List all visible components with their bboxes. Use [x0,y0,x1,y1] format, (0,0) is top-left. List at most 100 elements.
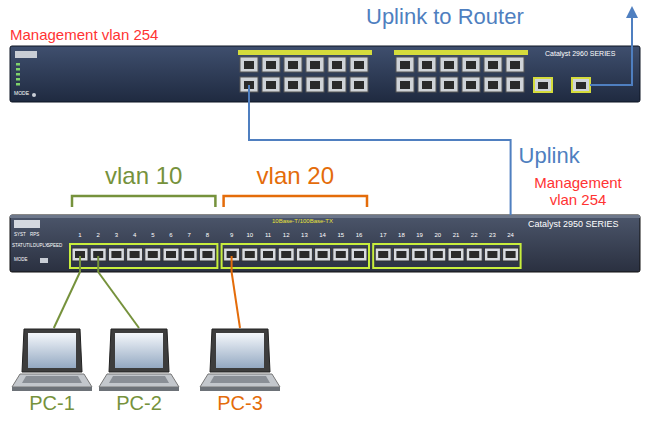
switch-label: Catalyst 2950 SERIES [528,219,619,229]
port-socket [400,61,410,69]
router-uplink-wire [590,12,632,85]
port-socket [166,251,176,258]
laptop-base [99,374,179,387]
port-socket [576,82,586,89]
port-number: 8 [206,232,209,239]
ethernet-port [262,57,280,72]
port-socket [354,81,364,89]
ethernet-port [199,248,215,261]
port-socket [466,81,476,89]
ethernet-port [240,57,258,72]
network-cable [249,102,511,215]
switch-label: Catalyst 2960 SERIES [545,50,615,58]
port-socket [318,251,328,258]
port-number: 10 [246,232,253,239]
laptop-icon [11,328,93,392]
port-number: 19 [416,232,423,239]
ethernet-port [278,248,294,261]
port-socket [244,61,254,69]
laptop-screen [216,333,264,368]
switch-2960: Catalyst 2960 SERIES [10,46,640,102]
port-label-strip [238,50,372,55]
ethernet-port [260,248,276,261]
port-socket [148,251,158,258]
ethernet-port [306,57,324,72]
port-number: 14 [319,232,326,239]
port-socket [433,251,443,258]
port-socket [288,81,298,89]
port-socket [310,81,320,89]
ethernet-port [503,248,519,261]
cable-stub [97,256,99,272]
management-vlan-label: Management vlan 254 [10,26,158,43]
laptop-base [12,374,92,387]
port-number: 16 [356,232,363,239]
ethernet-port [328,57,346,72]
port-number: 21 [453,232,460,239]
ethernet-port [506,77,524,92]
vendor-logo [15,51,37,58]
status-led [16,68,20,71]
ethernet-port [284,57,302,72]
port-number: 9 [230,232,233,239]
uplink-cable-stub [248,85,250,102]
laptop-lid [109,329,169,372]
port-socket [469,251,479,258]
uplink-label: Uplink [519,143,580,168]
cable-stub [79,256,81,272]
port-socket [422,61,432,69]
ethernet-port [418,77,436,92]
ethernet-port [440,57,458,72]
ethernet-port [484,57,502,72]
port-socket [299,251,309,258]
ethernet-port [462,77,480,92]
status-led [16,73,20,76]
ethernet-port [351,248,367,261]
mode-button [32,93,36,97]
port-number: 12 [283,232,290,239]
port-number: 22 [471,232,478,239]
port-number: 23 [489,232,496,239]
ethernet-port [484,77,502,92]
ethernet-port [350,77,368,92]
port-socket [266,81,276,89]
ethernet-port [262,77,280,92]
ethernet-port [393,248,409,261]
uplink-label: Uplink to Router [366,4,524,29]
port-group-outline [70,244,217,268]
ethernet-port [462,57,480,72]
ethernet-port [306,77,324,92]
port-socket [451,251,461,258]
pc-label: PC-2 [93,392,185,415]
ethernet-port [506,57,524,72]
port-number: 24 [507,232,514,239]
pc-label: PC-3 [194,392,286,415]
switch-body [10,46,640,102]
port-number: 1 [78,232,81,239]
laptop-keyboard [109,376,169,383]
ethernet-port [396,77,414,92]
switch-label: 10Base-T/100Base-TX [272,218,333,225]
ethernet-port [412,248,428,261]
port-socket [506,251,516,258]
status-led [16,78,20,81]
vlan-label: vlan 10 [105,162,182,190]
ethernet-port [418,57,436,72]
uplink-port [534,78,552,92]
port-socket [378,251,388,258]
ethernet-port [440,77,458,92]
port-number: 17 [380,232,387,239]
port-socket [202,251,212,258]
port-socket [415,251,425,258]
mode-button [40,258,48,263]
port-socket [444,61,454,69]
port-socket [487,251,497,258]
port-socket [422,81,432,89]
laptop-icon [199,328,281,392]
laptop-edge [99,387,179,391]
port-number: 13 [301,232,308,239]
port-socket [245,251,255,258]
network-cable [232,272,240,328]
port-number: 5 [151,232,154,239]
